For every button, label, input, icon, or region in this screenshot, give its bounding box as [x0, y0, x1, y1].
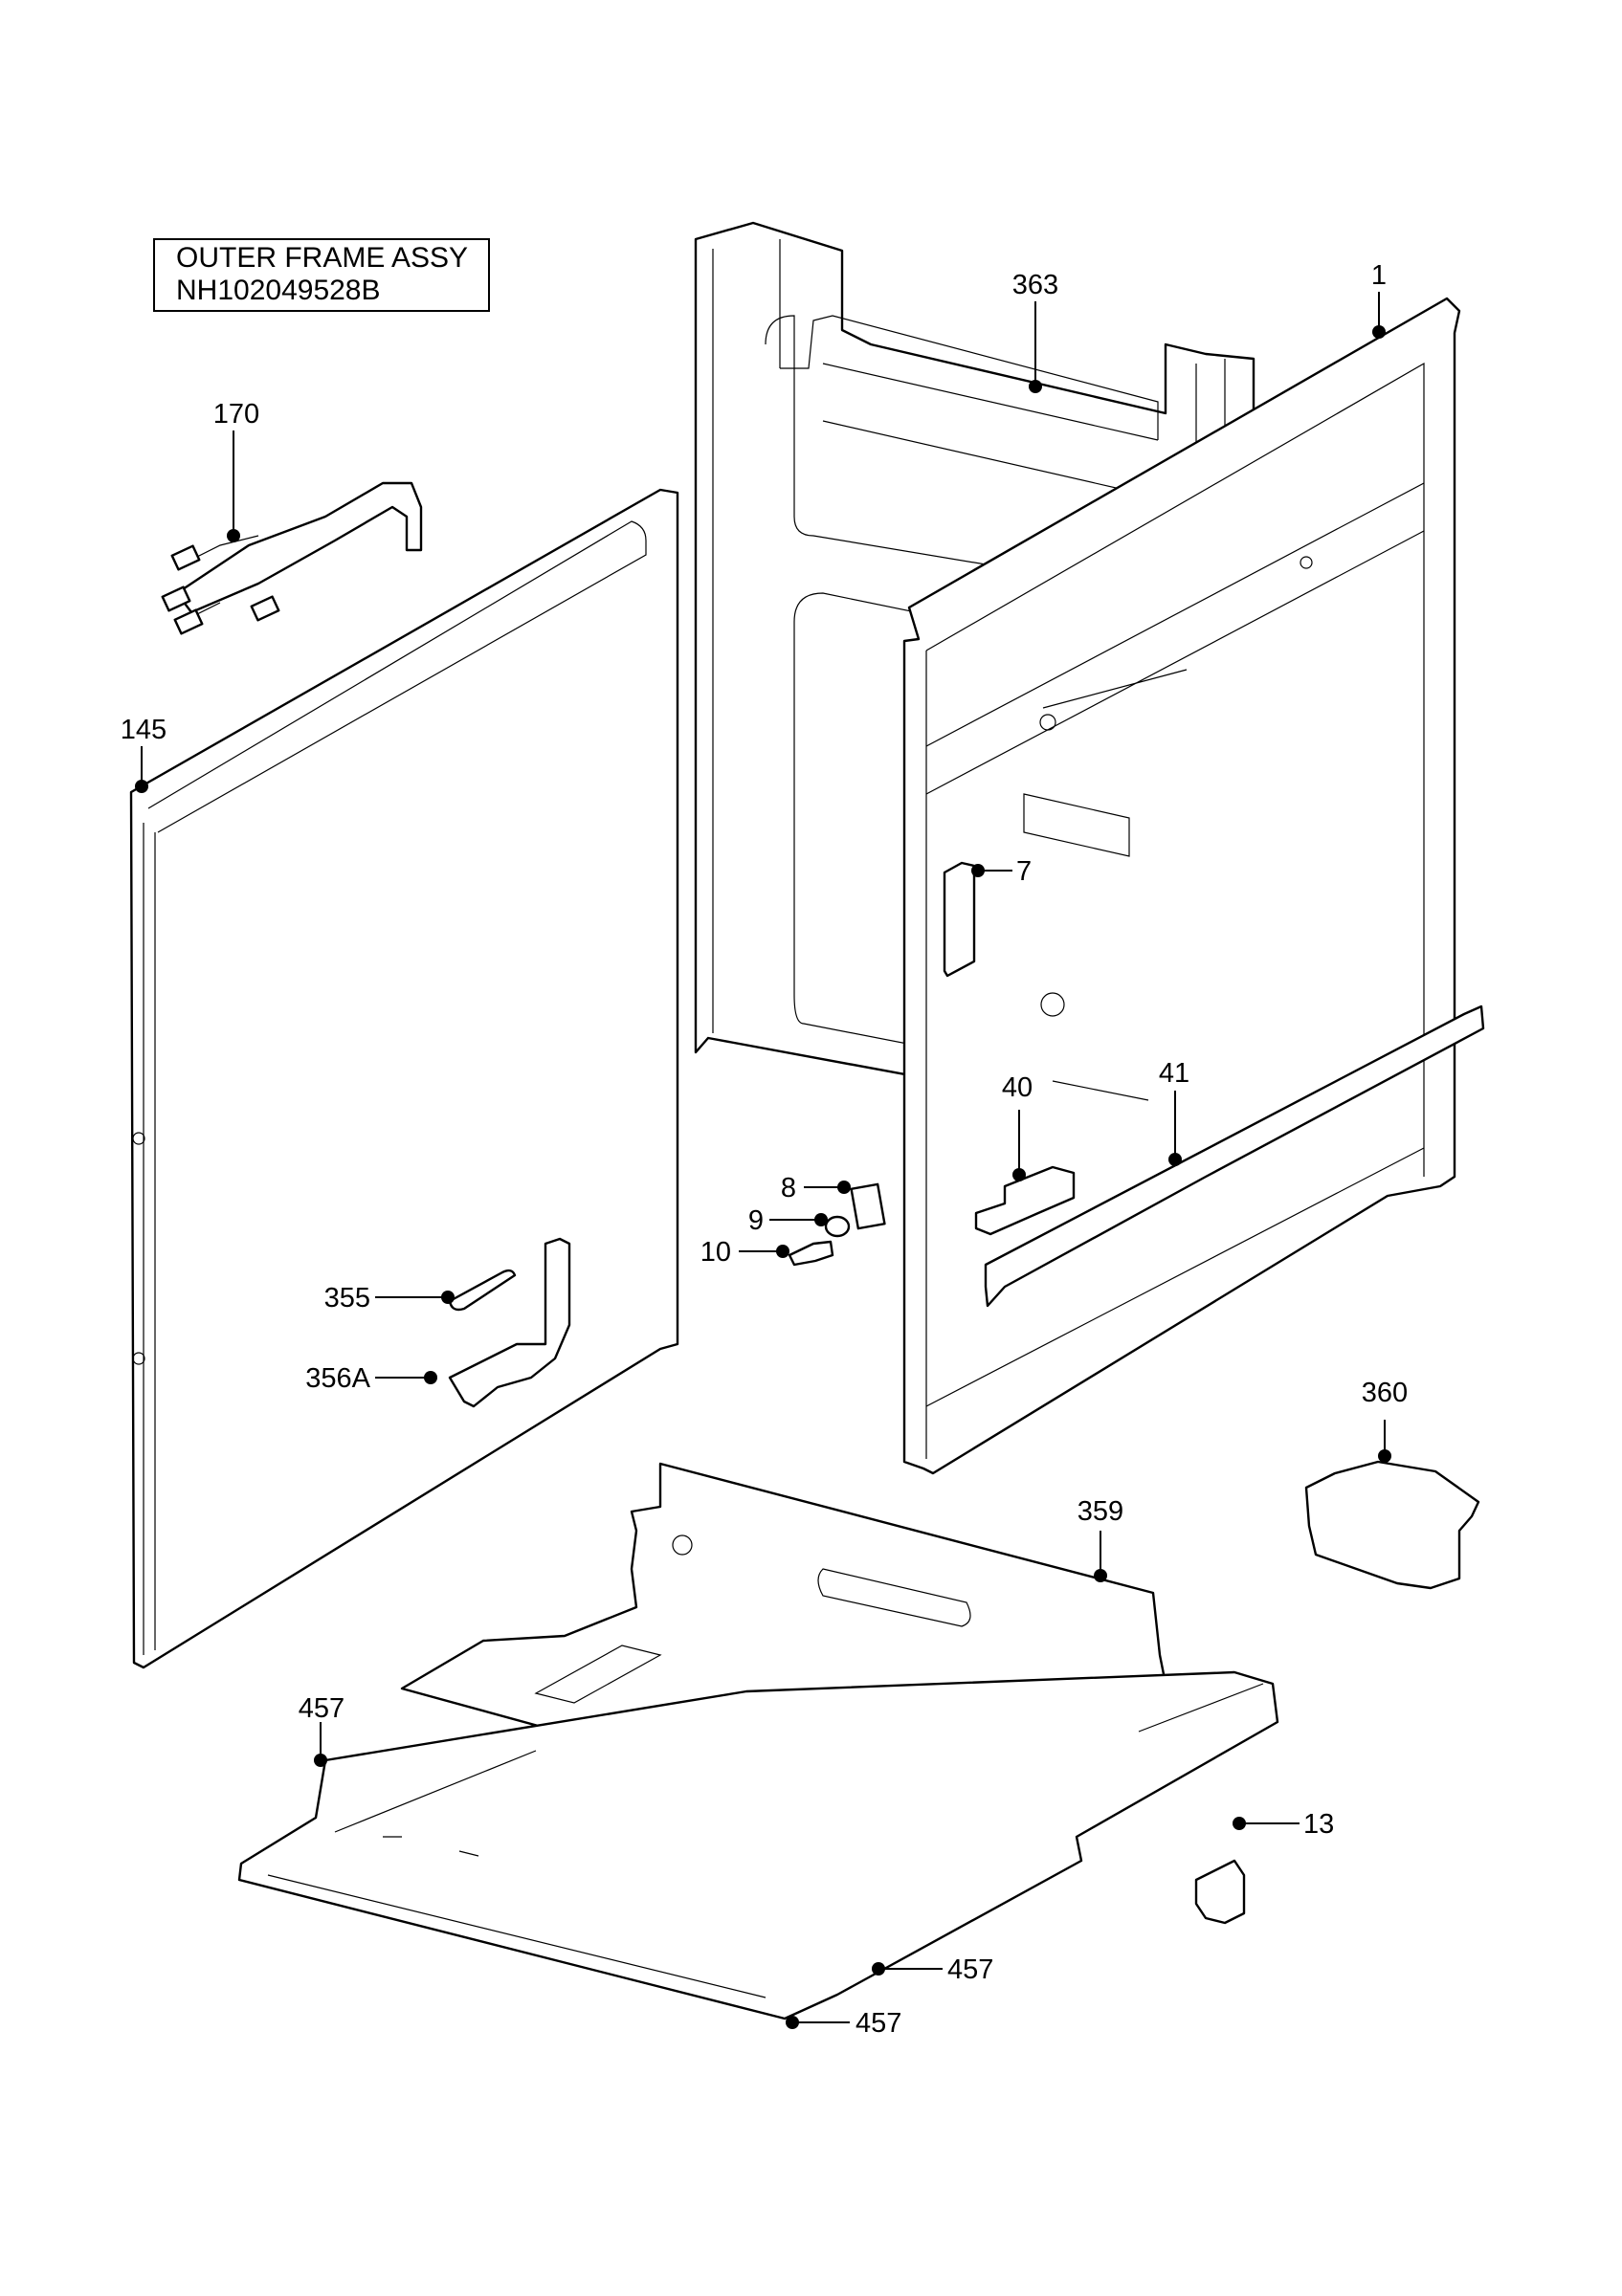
assembly-name: OUTER FRAME ASSY	[176, 242, 469, 274]
hinge-assembly-part-356A	[448, 1237, 571, 1408]
base-frame-part	[237, 1670, 1279, 2020]
callout-359: 359	[1078, 1496, 1123, 1527]
bracket-part-40	[974, 1165, 1076, 1236]
storage-bin-part-360	[1304, 1460, 1480, 1590]
callout-457-right: 457	[947, 1954, 993, 1985]
hinge-rod-part-355	[448, 1269, 517, 1312]
screw-part-10	[788, 1240, 834, 1267]
callout-457-bottom: 457	[855, 2008, 901, 2039]
bracket-part-7	[943, 861, 976, 978]
rail-part-41	[984, 1004, 1485, 1308]
left-side-panel-part	[129, 488, 679, 1669]
callout-41: 41	[1159, 1058, 1189, 1089]
callout-10: 10	[700, 1237, 731, 1268]
callout-8: 8	[781, 1173, 796, 1203]
callout-356A: 356A	[305, 1363, 370, 1394]
callout-457-top: 457	[299, 1693, 344, 1724]
callout-13: 13	[1303, 1809, 1334, 1840]
callout-363: 363	[1012, 270, 1058, 300]
callout-145: 145	[121, 715, 167, 745]
callout-leaders	[135, 292, 1391, 2029]
callout-1: 1	[1371, 260, 1387, 291]
callout-7: 7	[1016, 856, 1032, 887]
callout-labels: 363 1 170 145 7 40 41 8 9 10 355 356A 36…	[121, 260, 1408, 2039]
callout-170: 170	[213, 399, 259, 430]
clip-part-8	[850, 1182, 886, 1230]
callout-355: 355	[324, 1283, 370, 1314]
callout-40: 40	[1002, 1072, 1033, 1103]
assembly-title-box: OUTER FRAME ASSY NH102049528B	[153, 238, 490, 312]
washer-part-9	[824, 1215, 851, 1238]
leveling-foot-part-13	[1194, 1859, 1246, 1925]
assembly-part-number: NH102049528B	[176, 275, 381, 306]
callout-360: 360	[1362, 1378, 1408, 1408]
wire-harness-part	[161, 481, 423, 635]
callout-9: 9	[748, 1205, 764, 1236]
